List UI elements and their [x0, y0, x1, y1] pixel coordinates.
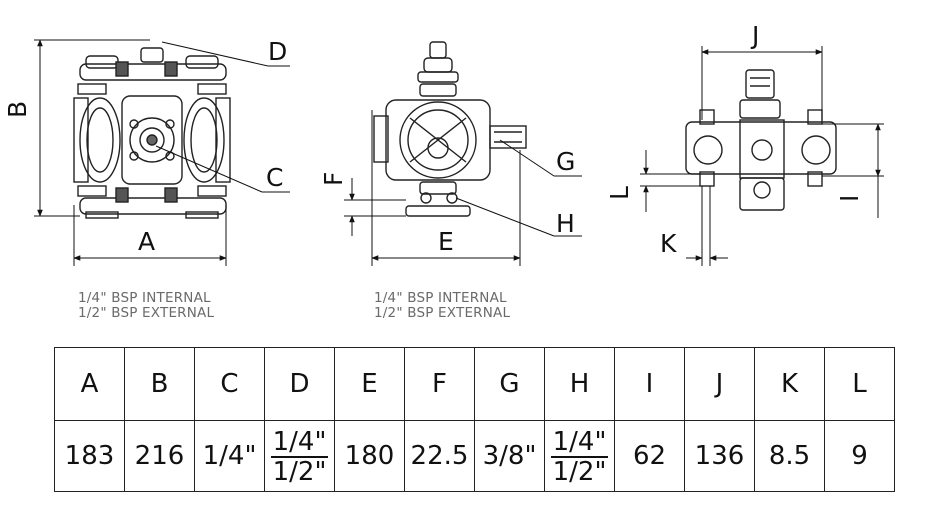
- label-J: J: [750, 21, 759, 50]
- value-cell: 180: [334, 420, 405, 492]
- fraction-top: 1/4": [550, 426, 609, 458]
- label-K: K: [660, 229, 677, 258]
- header-cell: C: [194, 347, 265, 421]
- top-view: [685, 69, 837, 211]
- value-cell: 62: [614, 420, 685, 492]
- value-cell: 1/4" 1/2": [544, 420, 615, 492]
- front-view-dimensions: [34, 39, 290, 266]
- table-header-row: A B C D E F G H I J K L: [54, 347, 895, 421]
- label-H: H: [556, 209, 575, 238]
- label-C: C: [266, 163, 283, 192]
- header-cell: E: [334, 347, 405, 421]
- fraction-bottom: 1/2": [272, 456, 327, 487]
- label-D: D: [268, 37, 287, 66]
- label-A: A: [138, 227, 155, 256]
- fraction-top: 1/4": [270, 426, 329, 458]
- value-cell: 8.5: [754, 420, 825, 492]
- value-cell: 216: [124, 420, 195, 492]
- header-cell: D: [264, 347, 335, 421]
- label-B: B: [3, 101, 32, 118]
- label-F: F: [319, 172, 348, 186]
- note-2-line-1: 1/4" BSP INTERNAL: [374, 290, 507, 306]
- fraction-stack: 1/4" 1/2": [270, 426, 329, 487]
- label-I: I: [835, 195, 864, 202]
- value-cell: 9: [824, 420, 895, 492]
- header-cell: H: [544, 347, 615, 421]
- top-view-dimensions: [640, 46, 884, 266]
- header-cell: J: [684, 347, 755, 421]
- header-cell: F: [404, 347, 475, 421]
- note-2-line-2: 1/2" BSP EXTERNAL: [374, 305, 511, 321]
- label-E: E: [438, 227, 454, 256]
- table-value-row: 183 216 1/4" 1/4" 1/2" 180 22.5 3/8" 1/4…: [54, 420, 895, 492]
- value-cell: 1/4" 1/2": [264, 420, 335, 492]
- dimensions-table: A B C D E F G H I J K L 183 216 1/4" 1/4…: [54, 347, 895, 492]
- note-1-line-2: 1/2" BSP EXTERNAL: [78, 305, 215, 321]
- note-1-line-1: 1/4" BSP INTERNAL: [78, 290, 211, 306]
- side-view-dimensions: [344, 110, 582, 266]
- side-view: [373, 41, 527, 217]
- value-cell: 136: [684, 420, 755, 492]
- label-G: G: [556, 147, 575, 176]
- header-cell: L: [824, 347, 895, 421]
- connection-note-1: 1/4" BSP INTERNAL 1/2" BSP EXTERNAL: [78, 291, 214, 321]
- header-cell: B: [124, 347, 195, 421]
- fraction-bottom: 1/2": [552, 456, 607, 487]
- value-cell: 183: [54, 420, 125, 492]
- fraction-stack: 1/4" 1/2": [550, 426, 609, 487]
- header-cell: G: [474, 347, 545, 421]
- front-view: [73, 47, 231, 219]
- label-L: L: [605, 186, 634, 200]
- header-cell: K: [754, 347, 825, 421]
- value-cell: 1/4": [194, 420, 265, 492]
- value-cell: 22.5: [404, 420, 475, 492]
- technical-drawing: A B C D E F G H: [3, 21, 884, 266]
- value-cell: 3/8": [474, 420, 545, 492]
- header-cell: A: [54, 347, 125, 421]
- connection-note-2: 1/4" BSP INTERNAL 1/2" BSP EXTERNAL: [374, 291, 510, 321]
- header-cell: I: [614, 347, 685, 421]
